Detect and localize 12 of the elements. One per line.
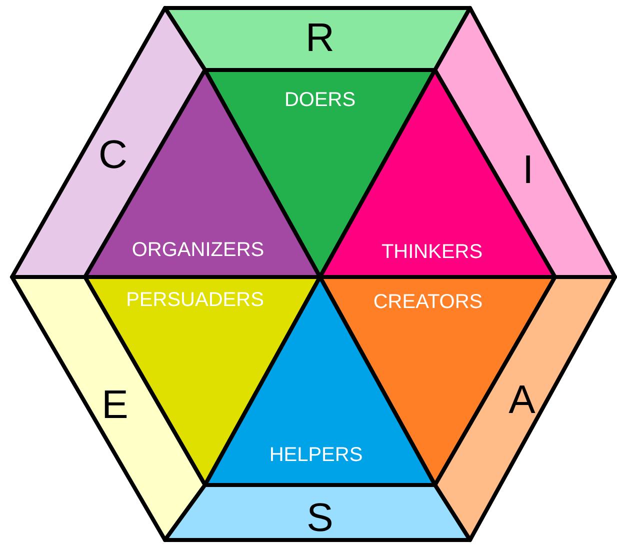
letter-label: S [306, 498, 334, 538]
letter-label: I [522, 150, 534, 190]
segment-label: HELPERS [269, 445, 363, 465]
letter-label: A [508, 380, 536, 420]
letter-label: E [102, 385, 128, 425]
segment-label: DOERS [284, 90, 356, 110]
segment-label: CREATORS [373, 292, 483, 312]
letter-label: C [98, 135, 128, 175]
letter-label: R [306, 18, 334, 58]
segment-label: PERSUADERS [126, 290, 264, 310]
segment-label: THINKERS [381, 242, 483, 262]
segment-label: ORGANIZERS [132, 240, 264, 260]
